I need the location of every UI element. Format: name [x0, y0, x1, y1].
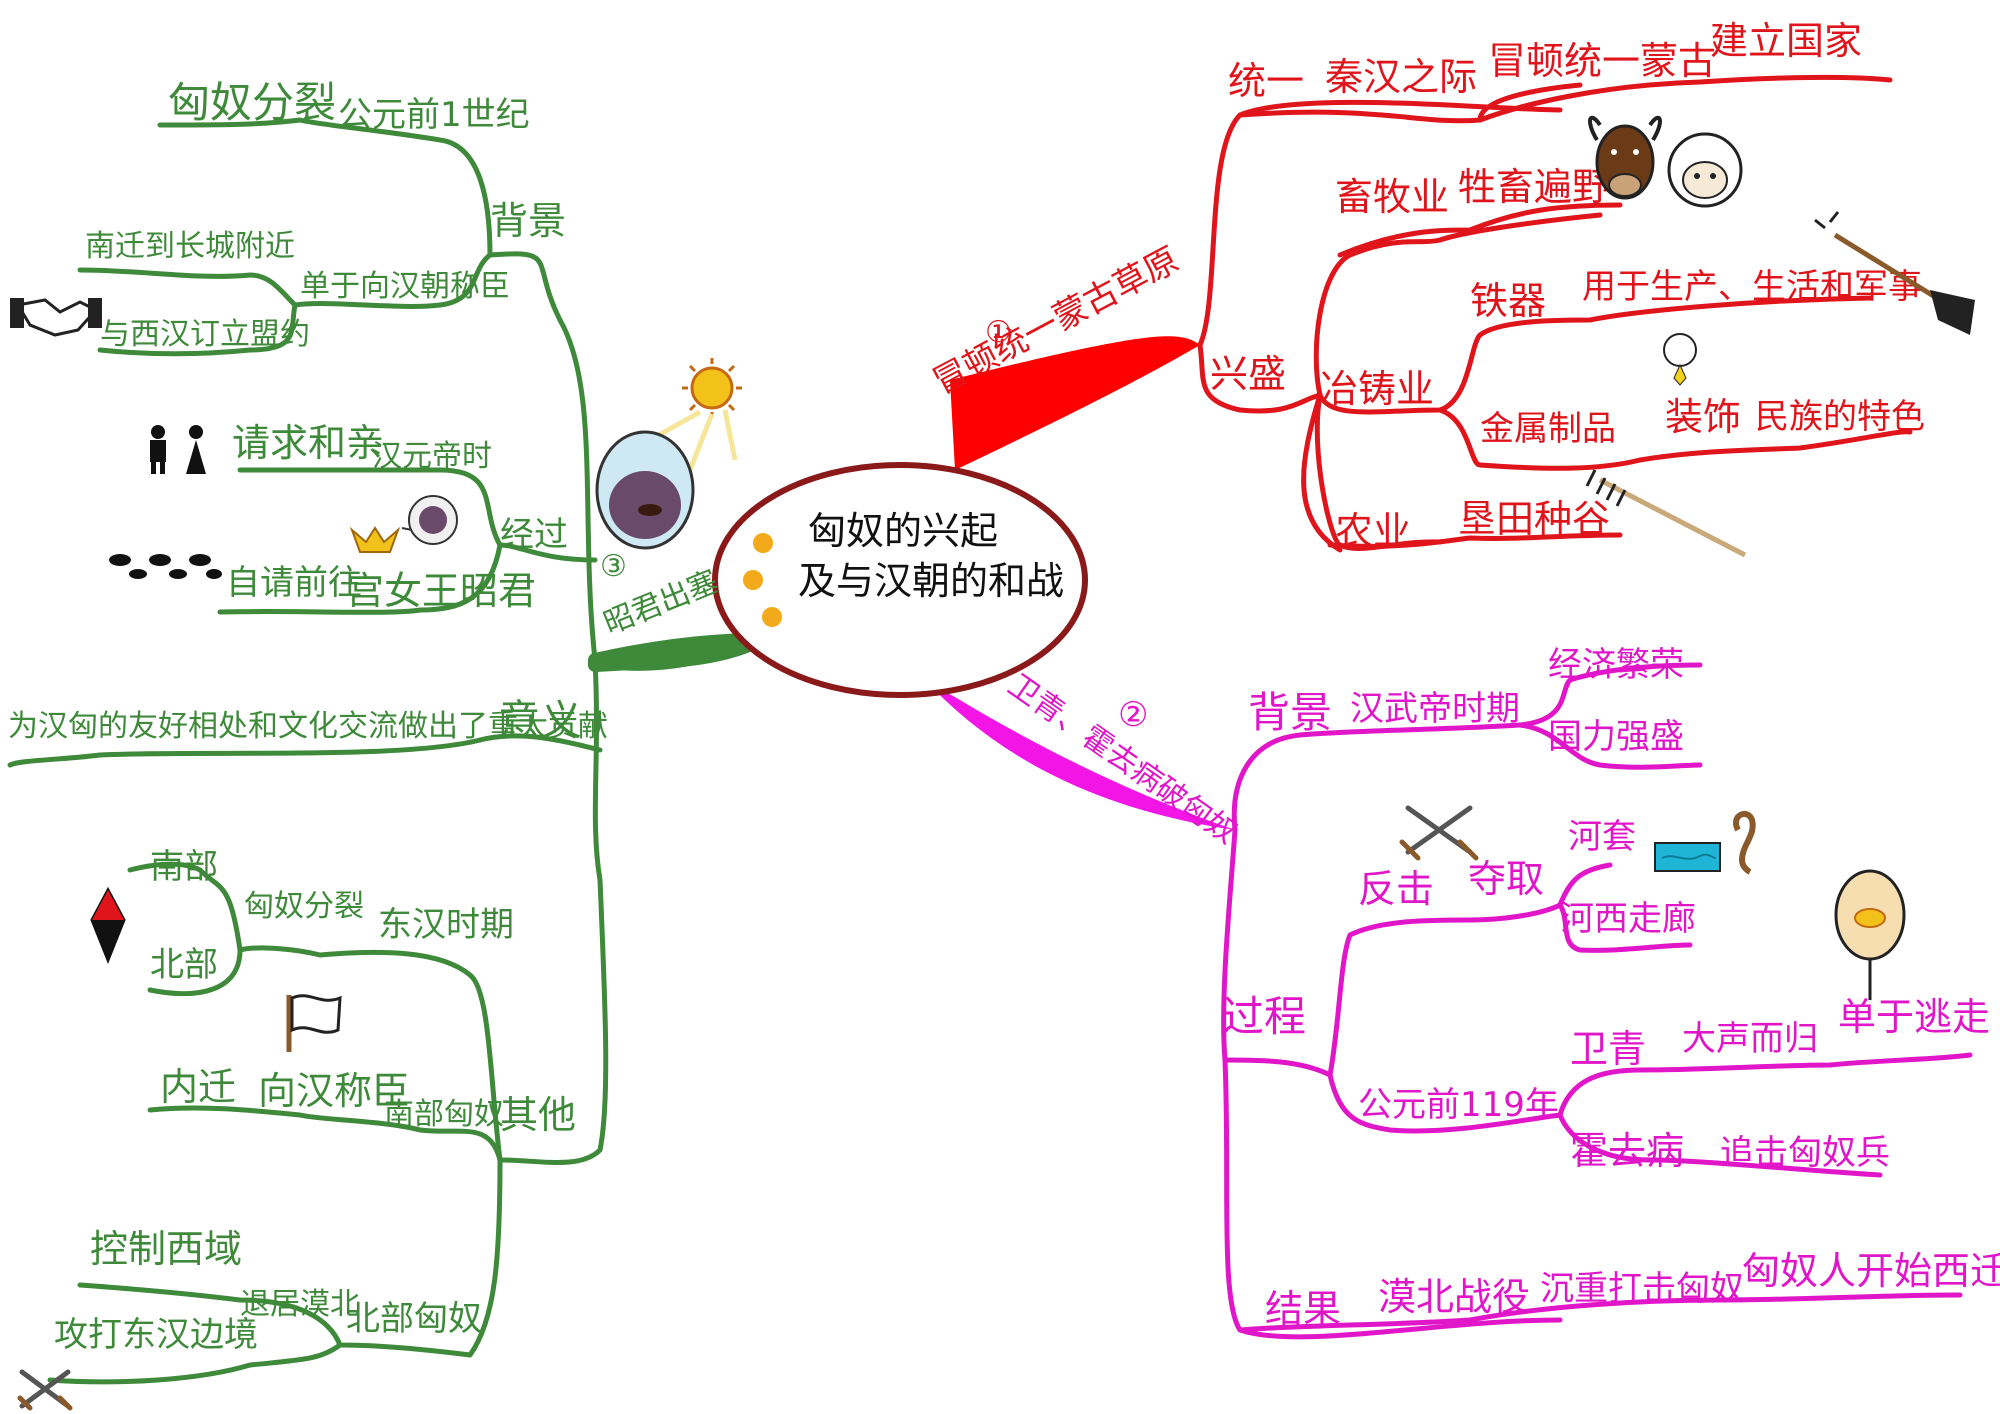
iron-label: 铁器 — [1470, 279, 1547, 323]
rope-icon — [1733, 810, 1756, 875]
b3-northern-a: 退居漠北 — [240, 1287, 360, 1322]
b2-background-item: 国力强盛 — [1548, 717, 1684, 757]
b2-result-label: 结果 — [1265, 1287, 1342, 1331]
huoqubing-name: 霍去病 — [1570, 1129, 1685, 1173]
unify-event: 冒顿统一蒙古 — [1488, 39, 1717, 83]
b3-northern-b: 控制西域 — [90, 1227, 243, 1271]
farming-detail: 垦田种谷 — [1458, 497, 1611, 541]
b3-meaning-detail: 为汉匈的友好相处和文化交流做出了重大贡献 — [8, 709, 608, 744]
red-wedge — [950, 336, 1200, 470]
b3-chanyu-item: 南迁到长城附近 — [85, 229, 295, 264]
b2-process-label: 过程 — [1222, 992, 1307, 1041]
b3-southern-label: 南部匈奴 — [384, 1097, 504, 1132]
herding-label: 畜牧业 — [1335, 175, 1450, 219]
b3-southern-a: 向汉称臣 — [258, 1069, 411, 1113]
herding-detail: 牲畜遍野 — [1458, 165, 1611, 209]
white-flag-icon — [286, 994, 342, 1052]
weiqing-result: 单于逃走 — [1838, 995, 1991, 1039]
b2-year-label: 公元前119年 — [1358, 1085, 1559, 1125]
b3-volunteer-label: 自请前往 — [226, 563, 362, 603]
b3-marriage-label: 请求和亲 — [232, 421, 385, 465]
center-title-line1: 匈奴的兴起 — [808, 509, 999, 553]
b2-counter-action: 夺取 — [1468, 857, 1545, 901]
ox-icon — [1588, 115, 1662, 200]
b2-background-period: 汉武帝时期 — [1350, 689, 1520, 729]
prosper-label: 兴盛 — [1210, 352, 1287, 396]
b3-southern-b: 内迁 — [160, 1065, 237, 1109]
b2-background-item: 经济繁荣 — [1548, 645, 1684, 685]
center-dot — [743, 570, 763, 590]
center-title-line2: 及与汉朝的和战 — [798, 559, 1065, 603]
b3-other-north: 北部 — [150, 945, 218, 985]
footprints-icon — [109, 554, 222, 579]
pendant-icon — [1663, 333, 1697, 386]
center-dot — [762, 607, 782, 627]
handshake-icon — [10, 298, 102, 337]
branch1-number: ① — [985, 315, 1012, 350]
crown-icon — [349, 495, 458, 553]
crossed-swords-icon — [17, 1369, 73, 1411]
couple-icon — [150, 425, 206, 474]
b2-result-battle: 漠北战役 — [1378, 1275, 1531, 1319]
shovel-icon — [1814, 211, 1975, 335]
sheep-icon — [1667, 132, 1743, 208]
b3-northern-c: 攻打东汉边境 — [54, 1315, 258, 1355]
metal-label: 冶铸业 — [1320, 367, 1435, 411]
compass-icon — [90, 886, 126, 965]
b2-background-label: 背景 — [1248, 688, 1333, 737]
branch3-number: ③ — [600, 549, 627, 584]
river-icon — [1654, 842, 1721, 872]
weiqing-action: 大声而归 — [1682, 1019, 1818, 1059]
b2-result-outcome: 匈奴人开始西迁 — [1742, 1249, 2000, 1293]
metalware-use: 装饰 — [1665, 395, 1742, 439]
fan-icon — [1834, 869, 1906, 1000]
b3-split-label: 匈奴分裂 — [168, 78, 337, 127]
unify-time: 秦汉之际 — [1325, 55, 1478, 99]
unify-result: 建立国家 — [1710, 19, 1863, 63]
branch2-number: ② — [1118, 695, 1149, 735]
b2-counter-label: 反击 — [1358, 867, 1435, 911]
farming-label: 农业 — [1335, 509, 1412, 553]
b3-marriage-time: 汉元帝时 — [372, 439, 492, 474]
iron-detail: 用于生产、生活和军事 — [1582, 267, 1922, 307]
b3-chanyu-label: 单于向汉朝称臣 — [300, 269, 510, 304]
center-ellipse — [712, 462, 1088, 698]
b3-split-time: 公元前1世纪 — [338, 95, 530, 135]
b3-volunteer-who: 宫女王昭君 — [346, 569, 537, 613]
b3-course-label: 经过 — [500, 515, 568, 555]
unify-label: 统一 — [1228, 59, 1305, 103]
crossed-swords-icon — [1399, 805, 1479, 861]
metalware-label: 金属制品 — [1480, 409, 1616, 449]
metalware-detail: 民族的特色 — [1755, 397, 1925, 437]
b2-result-effect: 沉重打击匈奴 — [1540, 1269, 1744, 1309]
b3-background-label: 背景 — [490, 199, 567, 243]
b2-counter-place: 河西走廊 — [1560, 899, 1696, 939]
rake-icon — [1585, 469, 1747, 558]
b3-northern-label: 北部匈奴 — [346, 1299, 482, 1339]
b3-other-label: 其他 — [500, 1093, 577, 1137]
b3-meaning-label: 意义 — [498, 696, 583, 745]
b3-chanyu-item: 与西汉订立盟约 — [100, 317, 310, 352]
b3-other-split: 匈奴分裂 — [244, 889, 364, 924]
mirror-icon — [595, 430, 695, 550]
b2-counter-place: 河套 — [1568, 817, 1636, 857]
huoqubing-action: 追击匈奴兵 — [1720, 1133, 1890, 1173]
b3-other-south: 南部 — [150, 847, 218, 887]
weiqing-name: 卫青 — [1570, 1027, 1647, 1071]
b3-other-period: 东汉时期 — [378, 905, 514, 945]
center-dot — [753, 533, 773, 553]
